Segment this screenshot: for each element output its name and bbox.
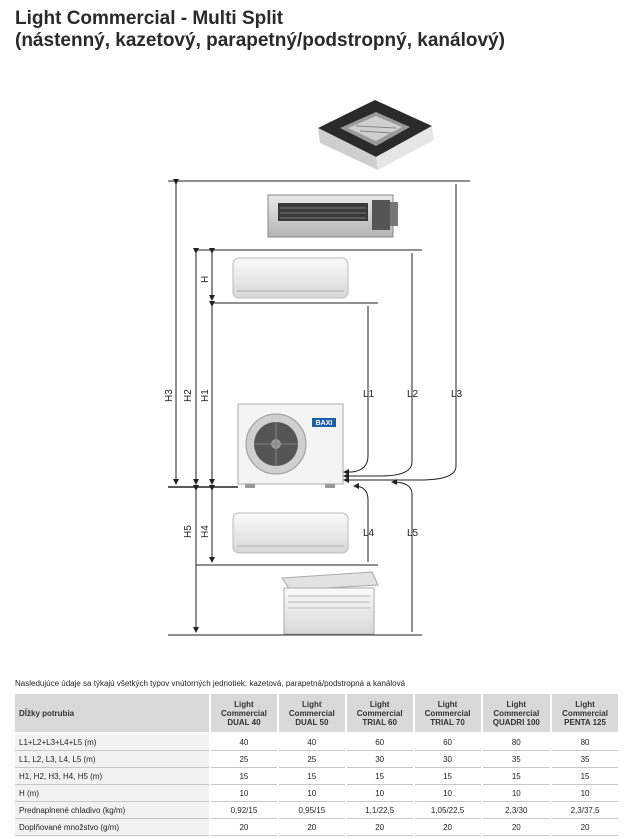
piping-diagram: BAXI H	[164, 100, 470, 636]
label-h2: H2	[183, 389, 194, 402]
label-l2: L2	[407, 389, 419, 400]
wall-unit-lower	[232, 512, 349, 554]
label-h4: H4	[200, 525, 211, 538]
table-row: L1, L2, L3, L4, L5 (m) 25 25 30 30 35 35	[15, 750, 620, 768]
table-row: H1, H2, H3, H4, H5 (m) 15 15 15 15 15 15	[15, 767, 620, 785]
brand-logo-text: BAXI	[316, 420, 333, 427]
label-l1: L1	[363, 389, 375, 400]
title-line-1: Light Commercial - Multi Split	[15, 8, 284, 29]
duct-unit	[267, 194, 398, 238]
page-title: Light Commercial - Multi Split (nástenný…	[15, 8, 505, 52]
floor-ceiling-unit	[281, 571, 379, 635]
diagram-labels: H3 H2 H1 H H5 H4 L1 L2 L3 L4 L5	[164, 276, 463, 539]
cassette-unit	[318, 100, 434, 170]
label-h3: H3	[164, 389, 175, 402]
label-l5: L5	[407, 528, 419, 539]
label-l3: L3	[451, 389, 463, 400]
label-h5: H5	[183, 525, 194, 538]
table-row: Doplňované množstvo (g/m) 20 20 20 20 20…	[15, 818, 620, 836]
table-row: Prednaplnené chladivo (kg/m) 0,92/15 0,9…	[15, 801, 620, 819]
applicability-note: Nasledujúce údaje sa týkajú všetkých typ…	[15, 679, 406, 688]
label-l4: L4	[363, 528, 375, 539]
title-line-2: (nástenný, kazetový, parapetný/podstropn…	[15, 30, 505, 51]
table-row: H (m) 10 10 10 10 10 10	[15, 784, 620, 802]
label-h1: H1	[200, 389, 211, 402]
reference-lines	[168, 180, 470, 636]
label-h: H	[200, 276, 211, 283]
wall-unit-upper	[232, 257, 349, 299]
outdoor-unit: BAXI	[237, 403, 344, 488]
height-dimensions	[173, 179, 215, 633]
table-row: L1+L2+L3+L4+L5 (m) 40 40 60 60 80 80	[15, 733, 620, 751]
header-pipe-lengths: Dĺžky potrubia	[15, 694, 211, 734]
pipe-length-lines	[343, 184, 457, 632]
